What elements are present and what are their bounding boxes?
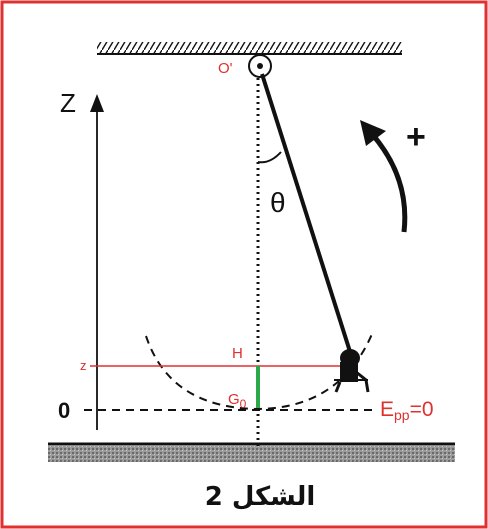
g0-main: G <box>228 391 240 408</box>
epp-subscript: pp <box>394 407 410 423</box>
direction-label: + <box>406 118 426 156</box>
figure-caption: الشكل 2 <box>205 482 316 512</box>
pendulum-rod <box>260 73 354 359</box>
z-axis <box>90 94 104 430</box>
ceiling <box>97 42 402 55</box>
z-axis-label: Z <box>60 88 76 118</box>
ground <box>48 442 455 462</box>
g0-label: G0 <box>228 391 247 411</box>
rotation-direction-arrow <box>360 120 408 233</box>
g0-subscript: 0 <box>240 397 247 411</box>
h-point-label: H <box>232 345 243 362</box>
swing-person <box>334 349 370 393</box>
zero-label: 0 <box>58 398 70 423</box>
pivot-point <box>248 54 272 78</box>
theta-label: θ <box>270 187 286 218</box>
epp-main: E <box>380 398 394 421</box>
pivot-label: O' <box>218 60 233 77</box>
theta-arc <box>257 151 282 164</box>
epp-value: =0 <box>410 398 434 421</box>
potential-energy-label: Epp=0 <box>380 398 434 423</box>
z-level-label: z <box>80 358 87 373</box>
